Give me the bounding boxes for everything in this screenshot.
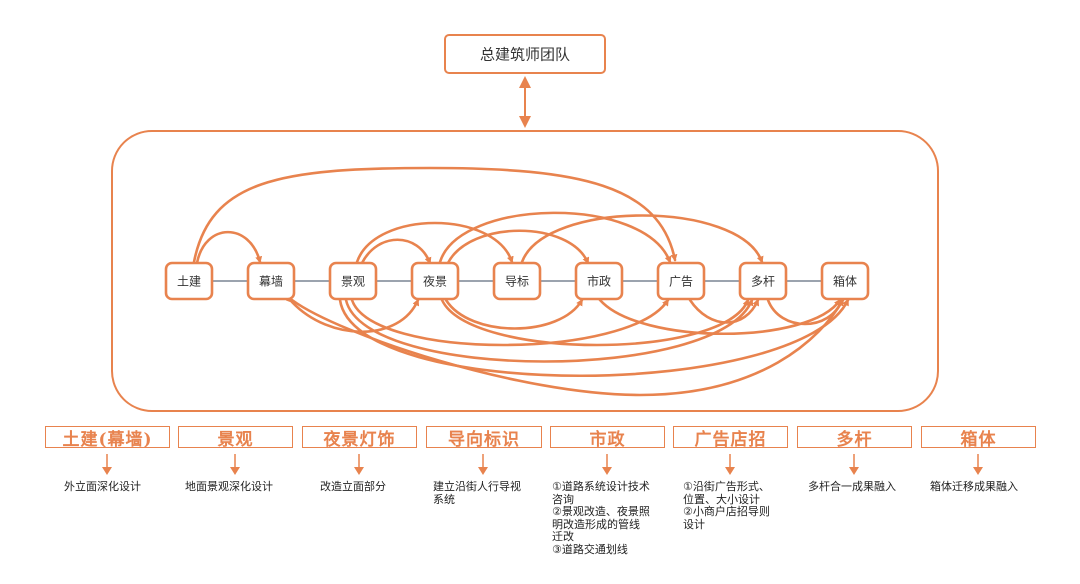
- down-arrow-icon: [973, 454, 983, 475]
- node-label-shizheng: 市政: [587, 274, 611, 289]
- arc-jingguan-daobiao-top: [351, 221, 514, 269]
- node-label-xiangti: 箱体: [833, 274, 857, 289]
- node-label-muqiang: 幕墙: [259, 275, 283, 289]
- header-tujian-muqiang: 土建(幕墙): [45, 426, 170, 450]
- desc-line: 建立沿街人行导视: [433, 480, 521, 493]
- node-label-jingguan: 景观: [341, 275, 365, 289]
- arc-jingguan-guanggao: [346, 293, 670, 347]
- discipline-node-jingguan: 景观: [328, 261, 378, 301]
- desc-line: 外立面深化设计: [64, 480, 141, 493]
- desc-line: 多杆合一成果融入: [808, 480, 896, 493]
- down-arrow-icon: [849, 454, 859, 475]
- desc-line: 改造立面部分: [320, 480, 386, 493]
- desc-line: ②小商户店招导则: [683, 505, 770, 518]
- node-label-duogan: 多杆: [751, 275, 775, 289]
- down-arrow-icon: [602, 454, 612, 475]
- arc-duogan-xiangti: [762, 293, 844, 326]
- desc-tujian: 外立面深化设计: [64, 480, 141, 494]
- desc-shizheng: ①道路系统设计技术 咨询 ②景观改造、夜景照 明改造形成的管线 迁改 ③道路交通…: [552, 480, 650, 556]
- dependency-arrows-lower: [285, 293, 850, 397]
- header-duogan: 多杆: [797, 426, 912, 450]
- arc-yejing-shizheng-bottom: [440, 293, 584, 330]
- arc-shizheng-xiangti: [593, 293, 842, 335]
- discipline-frame: [111, 130, 939, 412]
- discipline-node-shizheng: 市政: [574, 261, 624, 301]
- desc-xiangti: 箱体迁移成果融入: [930, 480, 1018, 494]
- discipline-node-tujian: 土建: [164, 261, 214, 301]
- discipline-node-muqiang: 幕墙: [246, 261, 296, 301]
- down-arrow-icon: [725, 454, 735, 475]
- desc-line: 位置、大小设计: [683, 492, 760, 506]
- desc-duogan: 多杆合一成果融入: [808, 480, 896, 494]
- node-label-yejing: 夜景: [423, 274, 447, 289]
- arc-tujian-muqiang: [192, 230, 263, 270]
- node-label-tujian: 土建: [177, 275, 201, 289]
- desc-line: ①沿街广告形式、: [683, 480, 770, 493]
- node-label-guanggao: 广告: [669, 275, 693, 289]
- header-jingguan: 景观: [178, 426, 293, 450]
- header-xiangti: 箱体: [921, 426, 1036, 450]
- desc-line: 咨询: [552, 492, 574, 506]
- desc-line: 明改造形成的管线: [552, 517, 640, 531]
- desc-line: ③道路交通划线: [552, 542, 628, 556]
- arc-yejing-guanggao-top: [438, 211, 672, 264]
- down-arrow-icon: [102, 454, 112, 475]
- arc-muqiang-xiangti: [285, 293, 845, 397]
- down-arrow-icon: [230, 454, 240, 475]
- header-guanggao-dianzhao: 广告店招: [673, 426, 788, 450]
- discipline-node-yejing: 夜景: [410, 261, 460, 301]
- down-arrow-icon: [478, 454, 488, 475]
- arc-jingguan-xiangti: [335, 294, 850, 378]
- arc-daobiao-duogan-top: [516, 214, 764, 269]
- discipline-node-daobiao: 导标: [492, 261, 542, 301]
- down-arrow-icon: [354, 454, 364, 475]
- double-arrow-icon: [519, 76, 531, 128]
- desc-daobiao: 建立沿街人行导视 系统: [433, 480, 521, 506]
- arc-jingguan-yejing-top: [356, 238, 432, 270]
- desc-line: ②景观改造、夜景照: [552, 505, 650, 518]
- desc-line: ①道路系统设计技术: [552, 480, 650, 493]
- top-team-box: [444, 34, 606, 74]
- desc-guanggao: ①沿街广告形式、 位置、大小设计 ②小商户店招导则 设计: [683, 480, 770, 531]
- header-daoxiang-biaoshi: 导向标识: [426, 426, 542, 450]
- arc-guanggao-duogan: [684, 293, 760, 324]
- discipline-node-duogan: 多杆: [738, 261, 788, 301]
- discipline-node-guanggao: 广告: [656, 261, 706, 301]
- desc-yejing: 改造立面部分: [320, 480, 386, 494]
- arc-yejing-shizheng-top: [442, 229, 590, 270]
- top-team-label: 总建筑师团队: [480, 46, 570, 64]
- header-yejing-dengshi: 夜景灯饰: [302, 426, 417, 450]
- desc-line: 迁改: [552, 530, 574, 543]
- desc-line: 系统: [433, 492, 455, 506]
- discipline-node-xiangti: 箱体: [820, 261, 870, 301]
- arc-yejing-duogan: [436, 293, 750, 347]
- dependency-arrows: [189, 166, 764, 270]
- node-label-daobiao: 导标: [505, 275, 529, 289]
- arc-tujian-guanggao: [189, 166, 678, 269]
- desc-line: 地面景观深化设计: [185, 480, 273, 493]
- header-shizheng: 市政: [550, 426, 665, 450]
- arc-jingguan-duogan: [341, 293, 754, 363]
- desc-line: 箱体迁移成果融入: [930, 480, 1018, 493]
- desc-line: 设计: [683, 517, 705, 531]
- desc-jingguan: 地面景观深化设计: [185, 480, 273, 494]
